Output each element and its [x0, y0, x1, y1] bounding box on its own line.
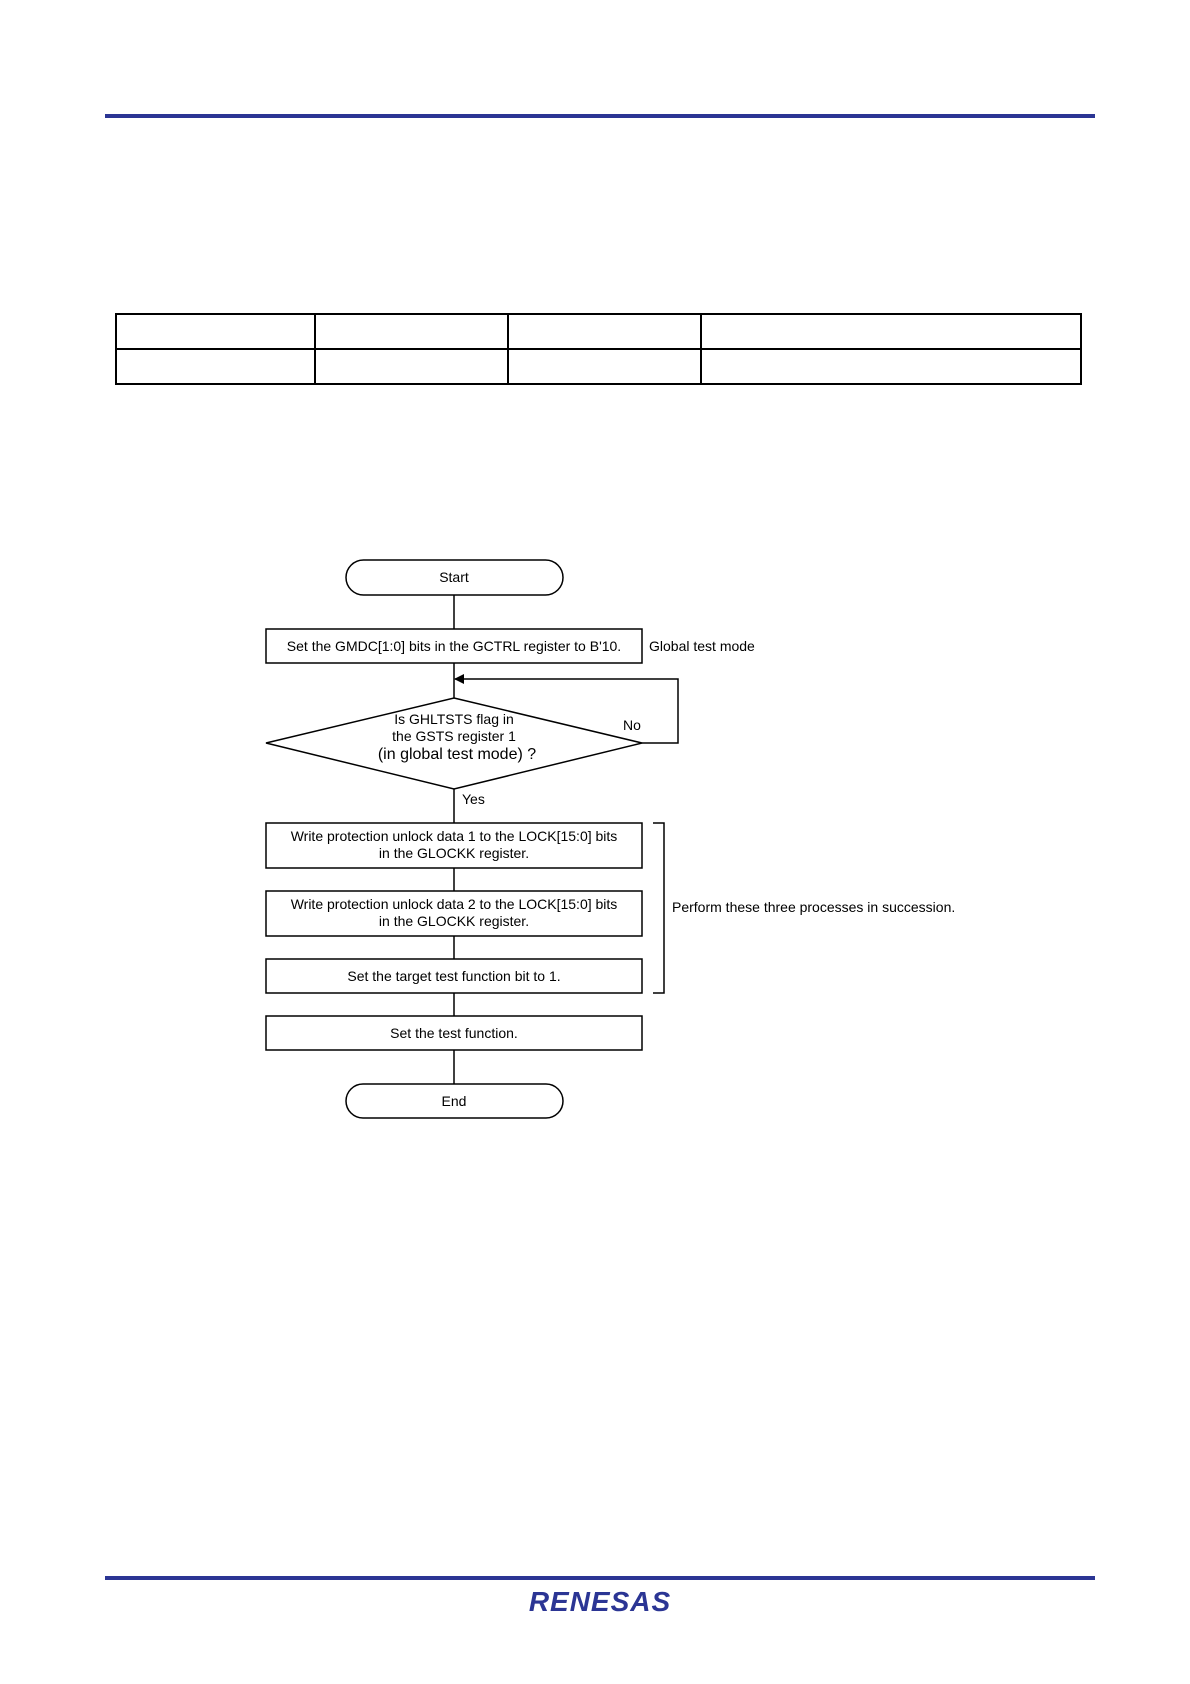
- decision-label-line3: (in global test mode) ?: [378, 746, 536, 763]
- step-unlock-data-2-line2: in the GLOCKK register.: [379, 913, 529, 929]
- end-label: End: [442, 1093, 467, 1109]
- global-test-mode-note: Global test mode: [649, 638, 755, 654]
- step-target-bit-box: [265, 958, 643, 994]
- step-unlock-data-2-line1: Write protection unlock data 2 to the LO…: [291, 896, 618, 912]
- header-rule: [105, 114, 1095, 118]
- step-unlock-data-2-box: [265, 890, 643, 937]
- footer-rule: [105, 1576, 1095, 1580]
- no-loop-line: [454, 674, 679, 744]
- step-target-bit-label: Set the target test function bit to 1.: [347, 968, 560, 984]
- step-unlock-data-1-line1: Write protection unlock data 1 to the LO…: [291, 828, 618, 844]
- step-set-gmdc-label: Set the GMDC[1:0] bits in the GCTRL regi…: [287, 638, 621, 654]
- succession-note: Perform these three processes in success…: [672, 899, 955, 915]
- table-cell: [507, 313, 702, 350]
- table-row: [115, 313, 1082, 350]
- table-cell: [314, 313, 509, 350]
- register-table: [115, 313, 1082, 385]
- step-unlock-data-1-line2: in the GLOCKK register.: [379, 845, 529, 861]
- decision-label-line2: the GSTS register 1: [392, 728, 516, 744]
- table-cell: [700, 348, 1082, 385]
- step-set-test-function-box: [265, 1015, 643, 1051]
- table-cell: [115, 313, 316, 350]
- succession-bracket: [653, 822, 665, 994]
- start-label: Start: [439, 569, 469, 585]
- table-cell: [115, 348, 316, 385]
- yes-label: Yes: [462, 791, 485, 807]
- renesas-logo: RENESAS: [528, 1586, 672, 1617]
- table-cell: [700, 313, 1082, 350]
- table-cell: [314, 348, 509, 385]
- table-row: [115, 348, 1082, 385]
- table-cell: [507, 348, 702, 385]
- end-terminal: [345, 1083, 564, 1119]
- step-set-test-function-label: Set the test function.: [390, 1025, 518, 1041]
- decision-label-line1: Is GHLTSTS flag in: [394, 711, 514, 727]
- no-label: No: [623, 717, 641, 733]
- step-unlock-data-1-box: [265, 822, 643, 869]
- step-set-gmdc-box: [265, 628, 643, 664]
